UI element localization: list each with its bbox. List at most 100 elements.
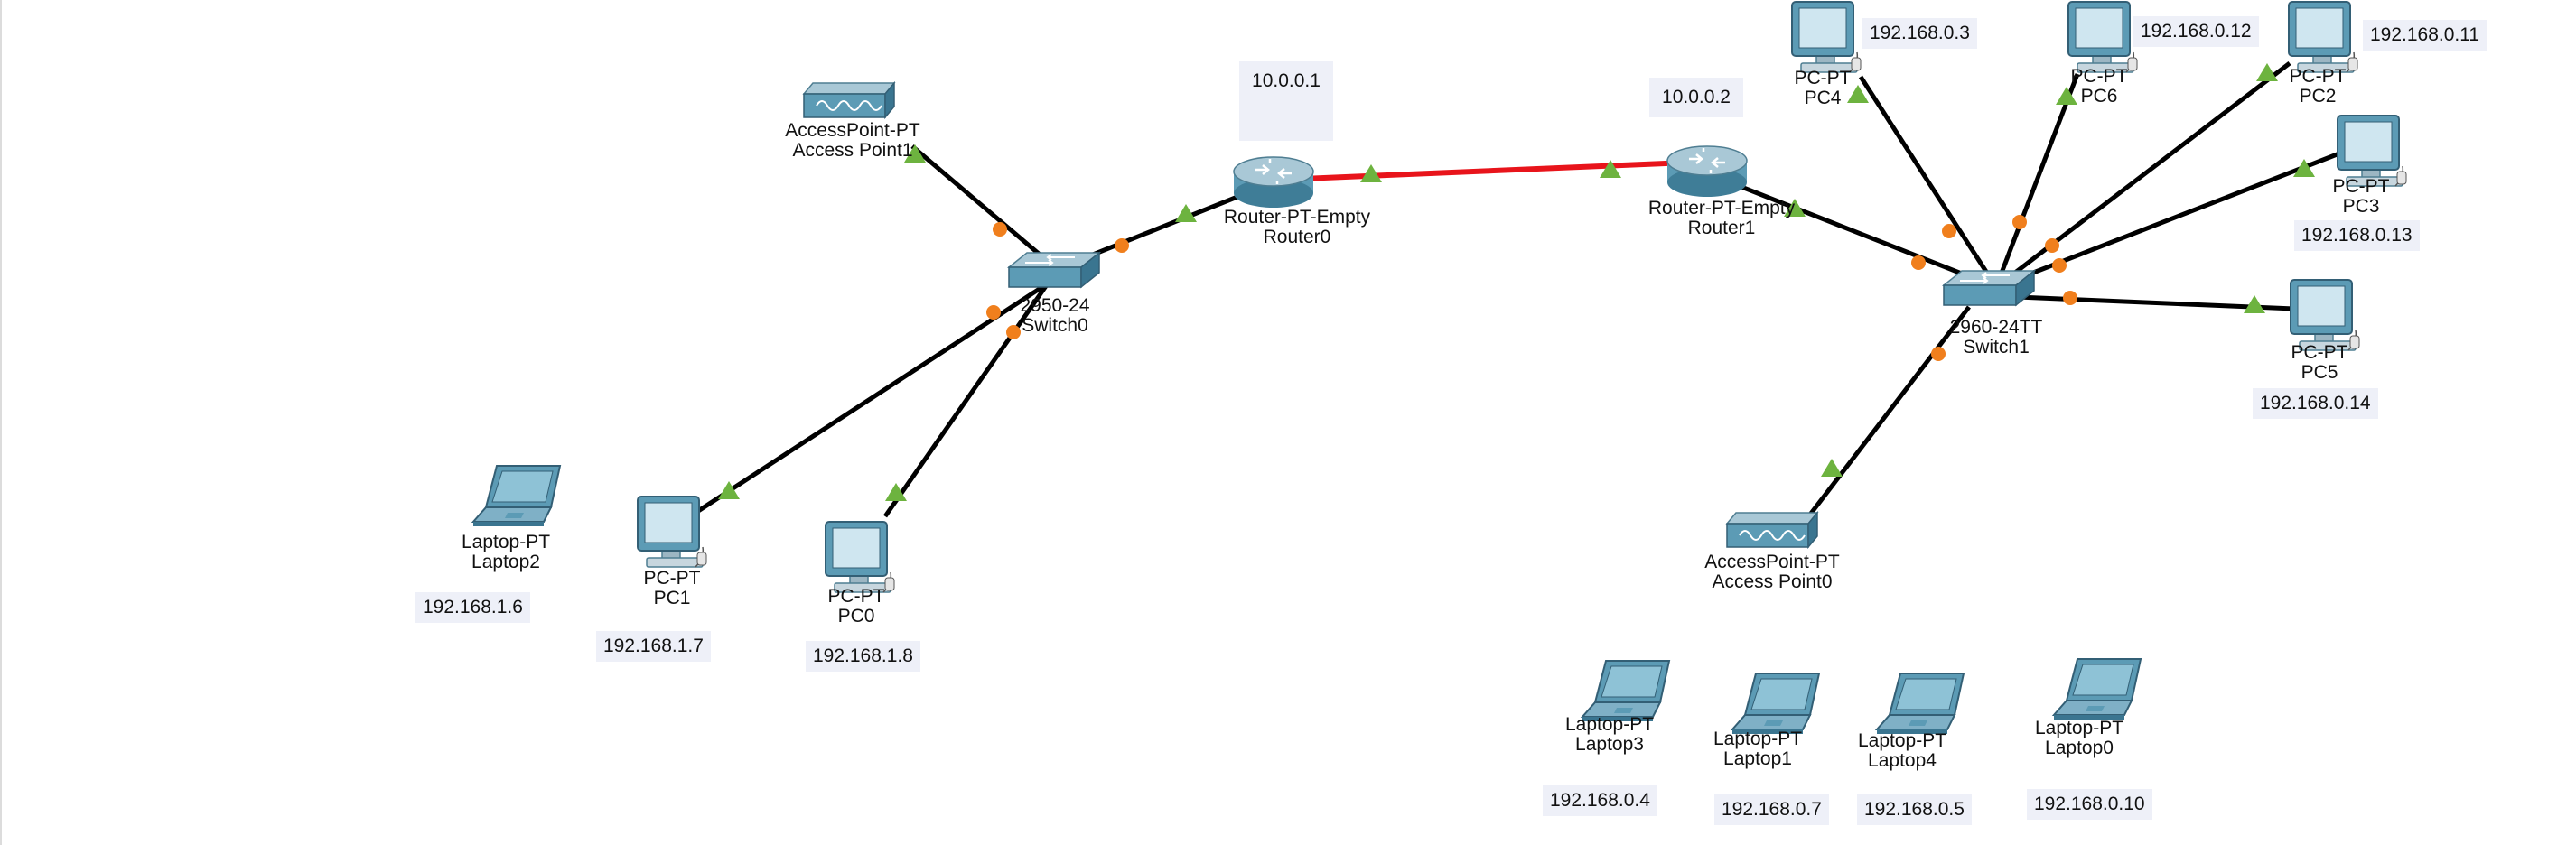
device-name: Access Point0 — [1712, 571, 1833, 592]
port-up-indicator — [2293, 159, 2315, 177]
device-name: Laptop3 — [1575, 734, 1644, 755]
link-ap1-switch0[interactable] — [910, 144, 1059, 271]
port-up-indicator — [1360, 164, 1382, 182]
link-switch1-ap0[interactable] — [1808, 305, 1971, 516]
links — [694, 61, 2340, 518]
device-name: Access Point1 — [792, 140, 913, 161]
desktop-pc-icon[interactable] — [2288, 1, 2358, 73]
laptop-icon[interactable] — [1876, 673, 1965, 735]
device-model: Router-PT-Empty — [1647, 198, 1796, 218]
device-model: PC-PT — [2332, 176, 2390, 197]
device-name: PC6 — [2080, 86, 2118, 107]
device-name: Router1 — [1687, 218, 1756, 238]
switch-icon[interactable] — [1943, 270, 2035, 306]
router-icon[interactable] — [1232, 155, 1315, 209]
device-name: Switch1 — [1963, 337, 2030, 358]
port-orange-indicator — [1006, 325, 1021, 339]
ip-address-pc6: 192.168.0.12 — [2133, 16, 2259, 47]
link-switch1-pc4[interactable] — [1858, 75, 1999, 289]
laptop-icon[interactable] — [1582, 660, 1670, 722]
link-switch0-pc0[interactable] — [882, 282, 1050, 518]
ip-address-label: 10.0.0.1 — [1252, 70, 1321, 91]
device-name: PC1 — [653, 588, 691, 608]
port-up-indicator — [2256, 63, 2278, 81]
link-switch1-pc3[interactable] — [1995, 151, 2340, 290]
ip-address-laptop3: 192.168.0.4 — [1543, 785, 1657, 816]
device-name: Laptop0 — [2045, 738, 2114, 758]
desktop-pc-icon[interactable] — [2067, 1, 2138, 73]
device-model: AccessPoint-PT — [1704, 552, 1840, 572]
link-switch1-pc6[interactable] — [1993, 73, 2080, 288]
link-switch1-pc5[interactable] — [1995, 293, 2295, 311]
port-up-indicator — [2056, 87, 2077, 105]
device-model: PC-PT — [1794, 68, 1852, 88]
port-up-indicator — [885, 483, 907, 501]
port-orange-indicator — [1911, 255, 1926, 270]
laptop-icon[interactable] — [1731, 673, 1820, 735]
ip-address-box-router1: 10.0.0.2 — [1649, 78, 1743, 117]
desktop-pc-icon[interactable] — [1791, 1, 1862, 73]
port-up-indicator — [1175, 204, 1197, 222]
access-point-icon[interactable] — [1726, 512, 1818, 548]
laptop-icon[interactable] — [2053, 658, 2142, 720]
ip-address-pc2: 192.168.0.11 — [2363, 20, 2487, 51]
device-model: PC-PT — [2289, 66, 2347, 87]
access-point-icon[interactable] — [803, 82, 895, 118]
device-model: PC-PT — [2070, 66, 2128, 87]
link-router1-switch1[interactable] — [1715, 174, 1997, 290]
switch-icon[interactable] — [1008, 252, 1100, 288]
device-name: PC5 — [2301, 362, 2338, 383]
device-model: AccessPoint-PT — [785, 120, 920, 141]
laptop-icon[interactable] — [472, 465, 561, 527]
router-icon[interactable] — [1666, 144, 1749, 199]
device-name: PC0 — [837, 606, 875, 627]
device-model: Laptop-PT — [1564, 714, 1655, 735]
port-up-indicator — [1847, 85, 1869, 103]
device-name: Laptop1 — [1723, 748, 1792, 769]
device-name: PC2 — [2299, 86, 2337, 107]
device-name: PC3 — [2342, 196, 2380, 217]
device-model: 2960-24TT — [1949, 317, 2043, 338]
device-name: Laptop2 — [471, 552, 540, 572]
link-router0-router1-serial[interactable] — [1302, 160, 1688, 181]
desktop-pc-icon[interactable] — [825, 521, 895, 593]
device-model: Router-PT-Empty — [1223, 207, 1371, 228]
desktop-pc-icon[interactable] — [2290, 279, 2360, 351]
device-name: Router0 — [1263, 227, 1331, 247]
device-model: Laptop-PT — [1857, 730, 1947, 751]
link-switch1-pc2[interactable] — [1994, 61, 2291, 289]
port-up-indicator — [1600, 160, 1621, 178]
device-model: PC-PT — [827, 586, 885, 607]
port-orange-indicator — [1115, 238, 1129, 253]
ip-address-laptop0: 192.168.0.10 — [2027, 789, 2152, 820]
device-model: Laptop-PT — [461, 532, 551, 552]
port-orange-indicator — [2012, 215, 2027, 229]
device-name: PC4 — [1804, 88, 1842, 108]
ip-address-pc0: 192.168.1.8 — [806, 641, 920, 672]
port-orange-indicator — [2045, 238, 2059, 253]
desktop-pc-icon[interactable] — [637, 496, 707, 568]
device-model: Laptop-PT — [1713, 729, 1803, 749]
device-model: Laptop-PT — [2034, 718, 2124, 738]
port-orange-indicator — [1931, 347, 1946, 361]
link-switch0-pc1[interactable] — [694, 281, 1050, 515]
